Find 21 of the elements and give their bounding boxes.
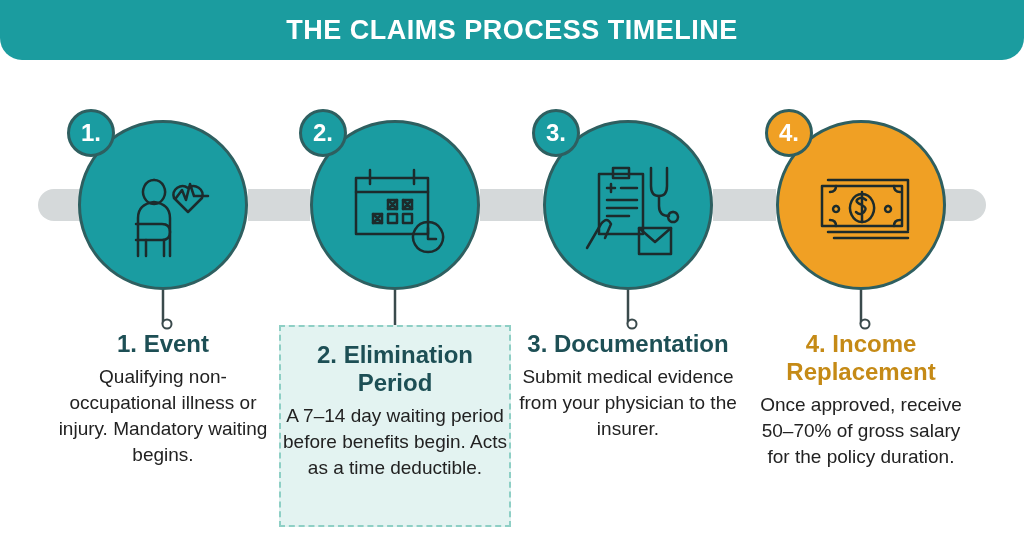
timeline-bar xyxy=(713,189,776,221)
step-number-badge: 4. xyxy=(765,109,813,157)
step-number-badge: 2. xyxy=(299,109,347,157)
title-banner: THE CLAIMS PROCESS TIMELINE xyxy=(0,0,1024,60)
step-description: Submit medical evidence from your physician to the insurer. xyxy=(518,365,738,441)
step-number-badge: 3. xyxy=(532,109,580,157)
step-description: Qualifying non-occupational illness or injury. Mandatory waiting begins. xyxy=(57,365,269,467)
step-description: Once approved, receive 50–70% of gross salary for the policy duration. xyxy=(759,393,963,469)
timeline-bar xyxy=(248,189,310,221)
connector-line xyxy=(626,290,638,330)
connector-line xyxy=(393,290,397,325)
step-heading: 4. Income Replacement xyxy=(785,330,937,386)
connector-line xyxy=(859,290,871,330)
step-heading: 2. Elimination Period xyxy=(316,341,474,397)
step-number-badge: 1. xyxy=(67,109,115,157)
connector-line xyxy=(161,290,173,330)
step-heading: 1. Event xyxy=(116,330,209,358)
highlight-card xyxy=(279,325,511,527)
step-heading: 3. Documentation xyxy=(527,330,729,358)
timeline-bar xyxy=(480,189,543,221)
step-description: A 7–14 day waiting period before benefits begin. Acts as a time deductible. xyxy=(282,404,508,480)
